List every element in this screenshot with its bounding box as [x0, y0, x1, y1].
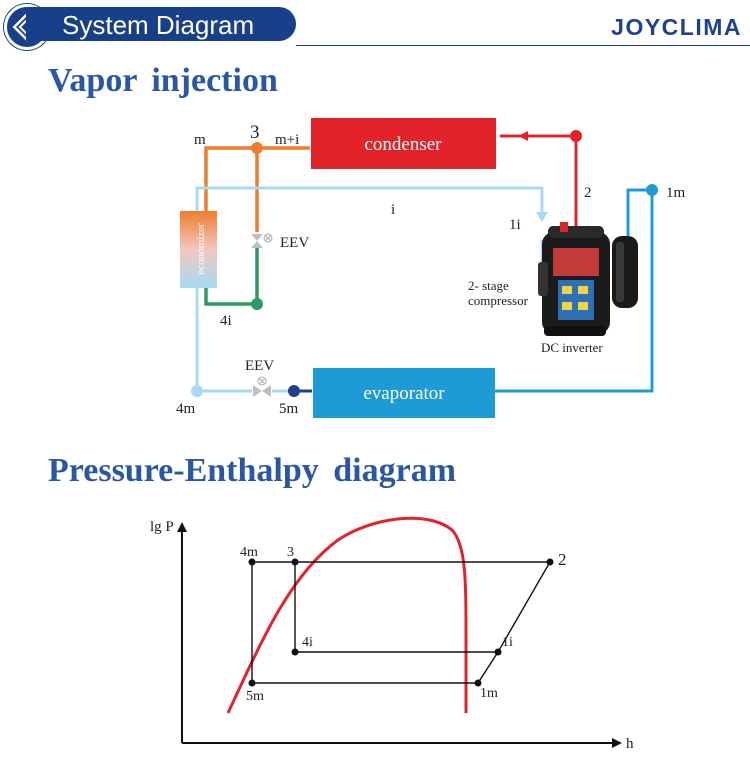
title-bar: System Diagram: [26, 7, 296, 41]
ph-label-4i: 4i: [302, 635, 313, 650]
brand-name: JOYCLIMA: [611, 14, 742, 40]
label-5m: 5m: [279, 401, 299, 417]
state-point-2-top: [570, 130, 582, 142]
label-4m: 4m: [176, 401, 196, 417]
label-4i: 4i: [220, 313, 232, 329]
state-point-5m: [288, 385, 300, 397]
state-point-4m: [191, 385, 203, 397]
ph-cycle: [251, 561, 552, 684]
title-divider: [296, 45, 750, 46]
condenser-label: condenser: [364, 134, 442, 155]
ph-state-points: [248, 558, 554, 687]
ph-label-5m: 5m: [246, 689, 264, 704]
header: System Diagram JOYCLIMA: [0, 0, 750, 50]
ph-axes: [177, 522, 622, 748]
economizer: [180, 211, 217, 288]
arrow-light-blue: [536, 212, 548, 222]
condenser: [311, 118, 496, 169]
label-3: 3: [250, 122, 260, 143]
eev-valve-icon-top: [251, 233, 273, 248]
ph-label-4m: 4m: [240, 545, 258, 560]
label-m: m: [194, 132, 206, 148]
compressor-label-line1: 2- stage: [468, 278, 509, 293]
ph-x-axis-label: h: [626, 736, 634, 752]
pipe-green: [204, 248, 259, 306]
page-title: System Diagram: [62, 10, 255, 40]
evaporator-label: evaporator: [363, 383, 445, 404]
label-m-plus-i: m+i: [275, 132, 299, 148]
ph-y-axis-label: lg P: [150, 519, 174, 535]
compressor-label-line2: compressor: [468, 293, 529, 308]
compressor-icon: [538, 222, 638, 336]
state-point-3: [251, 142, 263, 154]
label-1m: 1m: [666, 185, 686, 201]
state-point-4i: [251, 298, 263, 310]
ph-diagram-title: Pressure-Enthalpy diagram: [48, 452, 457, 489]
label-1i: 1i: [509, 217, 521, 233]
label-i: i: [391, 202, 395, 218]
evaporator: [313, 368, 495, 418]
arrow-red: [518, 131, 528, 141]
saturation-dome: [226, 516, 468, 714]
eev-valve-icon-bottom: [253, 376, 271, 397]
economizer-label: economizer: [195, 223, 207, 275]
ph-label-3: 3: [287, 545, 294, 560]
state-point-1m: [646, 184, 658, 196]
pipe-orange: [204, 146, 310, 232]
pipe-blue: [495, 188, 654, 393]
eev-bottom-label: EEV: [245, 358, 274, 374]
label-2: 2: [584, 185, 592, 201]
ph-label-2: 2: [558, 550, 567, 569]
eev-top-label: EEV: [280, 235, 309, 251]
dc-inverter-label: DC inverter: [541, 340, 603, 355]
ph-label-1i: 1i: [502, 635, 513, 650]
ph-label-1m: 1m: [480, 686, 498, 701]
vapor-injection-title: Vapor injection: [48, 62, 278, 99]
